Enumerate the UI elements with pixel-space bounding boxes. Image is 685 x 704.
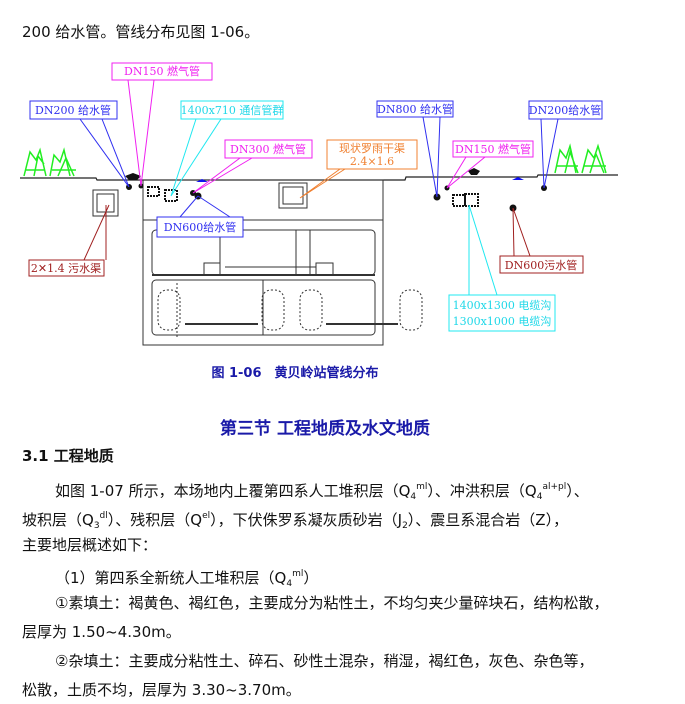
cable-trench-box [452, 194, 466, 207]
label-dn200-water-right: DN200给水管 [529, 103, 601, 117]
subscript: 4 [536, 492, 543, 502]
text: 如图 1-07 所示，本场地内上覆第四系人工堆积层（Q [55, 482, 411, 500]
paragraph-line: ②杂填土：主要成分粘性土、碎石、砂性土混杂，稍湿，褐红色，灰色、杂色等， [55, 652, 594, 670]
subsection-title: 3.1 工程地质 [22, 447, 114, 465]
label-cable-trench-2: 1300x1000 电缆沟 [453, 315, 552, 328]
bush-left-icon [23, 147, 76, 177]
superscript: dl [99, 511, 108, 521]
label-dn200-water-left: DN200 给水管 [35, 103, 111, 117]
subscript: 4 [410, 492, 417, 502]
label-dn600-water: DN600给水管 [164, 220, 236, 234]
text: ） [303, 569, 319, 587]
subscript: 2 [402, 521, 408, 531]
canal-box [278, 182, 308, 209]
paragraph-line: 主要地层概述如下： [22, 536, 158, 554]
section-title: 第三节 工程地质及水文地质 [220, 419, 430, 439]
bush-right-icon [554, 143, 607, 174]
paragraph-line: 坡积层（Q3dl）、残积层（Qel），下伏侏罗系凝灰质砂岩（J2）、震旦系混合岩… [22, 506, 568, 536]
pipeline-diagram: DN150 燃气管 DN200 给水管 1400x710 通信管群 DN300 … [20, 62, 618, 346]
paragraph-line: 层厚为 1.50~4.30m。 [22, 623, 181, 641]
label-cable-trench-1: 1400x1300 电缆沟 [453, 299, 552, 312]
label-canal-name: 现状罗雨干渠 [339, 141, 405, 155]
label-dn800-water: DN800 给水管 [377, 102, 453, 116]
subscript: 3 [93, 521, 100, 531]
label-sewer-channel: 2✕1.4 污水渠 [31, 262, 101, 275]
text: ）、震旦系混合岩（Z）， [407, 511, 569, 529]
superscript: ml [416, 482, 428, 492]
list-item: （1）第四系全新统人工堆积层（Q4ml） [55, 564, 318, 594]
label-dn150-gas-right: DN150 燃气管 [455, 142, 531, 156]
ground-line [20, 174, 618, 181]
telecom-box [147, 186, 160, 197]
text: ），下伏侏罗系凝灰质砂岩（J [210, 511, 403, 529]
paragraph-line: 如图 1-07 所示，本场地内上覆第四系人工堆积层（Q4ml）、冲洪积层（Q4a… [55, 477, 589, 507]
paragraph-line: 松散，土质不均，层厚为 3.30~3.70m。 [22, 681, 301, 699]
label-canal-size: 2.4×1.6 [350, 155, 394, 168]
superscript: al+pl [542, 482, 567, 492]
label-dn600-sewer: DN600污水管 [505, 258, 577, 272]
superscript: ml [292, 569, 304, 579]
text: （1）第四系全新统人工堆积层（Q [55, 569, 287, 587]
superscript: el [202, 511, 211, 521]
label-telecom: 1400x710 通信管群 [181, 103, 284, 117]
text: ）、残积层（Q [107, 511, 203, 529]
subscript: 4 [286, 579, 293, 589]
label-dn300-gas: DN300 燃气管 [230, 142, 306, 156]
label-dn150-gas-left: DN150 燃气管 [124, 64, 200, 78]
text: ）、冲洪积层（Q [427, 482, 537, 500]
figure-caption: 图 1-06 黄贝岭站管线分布 [211, 366, 379, 381]
intro-line: 200 给水管。管线分布见图 1-06。 [22, 23, 260, 41]
text: 坡积层（Q [22, 511, 94, 529]
station-structure [142, 179, 423, 346]
paragraph-line: ①素填土：褐黄色、褐红色，主要成分为粘性土，不均匀夹少量碎块石，结构松散， [55, 594, 609, 612]
text: ）、 [566, 482, 589, 500]
